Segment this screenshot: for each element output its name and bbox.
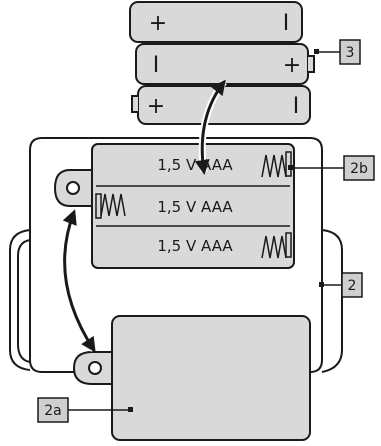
battery-top-right-sign: I [283,11,290,36]
battery-middle-right-sign: + [283,53,301,78]
compartment-hinge [53,169,93,207]
spring-contact-middle [100,193,126,217]
spring-contact-bottom [261,235,287,259]
slot-label-3: 1,5 V AAA [157,237,233,255]
battery-bottom-right-sign: I [293,94,300,119]
callout-holder: 2 [319,272,363,298]
contact-plate-top [285,151,292,177]
callout-lid-label: 2a [44,403,62,419]
contact-plate-middle [95,193,102,219]
battery-middle-left-sign: I [153,53,160,78]
motion-arrows [61,79,227,353]
callout-batteries-label: 3 [346,45,355,61]
callout-batteries: 3 [314,39,361,65]
battery-stack: + I I + + I [129,1,315,125]
callout-holder-label: 2 [348,278,357,294]
compartment-lid [72,315,311,441]
callout-compartment-label: 2b [350,161,368,177]
callout-compartment: 2b [288,155,375,181]
spring-contact-top [261,154,287,178]
battery-middle: I + [135,43,315,85]
lid-hinge-hole [88,361,102,375]
battery-bottom-left-sign: + [147,94,165,119]
battery-middle-positive-nub [308,55,315,73]
callout-lid: 2a [37,397,133,423]
battery-top: + I [129,1,303,43]
slot-label-2: 1,5 V AAA [157,198,233,216]
contact-plate-bottom [285,232,292,258]
battery-bottom-positive-nub [131,95,138,113]
slot-label-1: 1,5 V AAA [157,156,233,174]
battery-top-left-sign: + [149,11,167,36]
